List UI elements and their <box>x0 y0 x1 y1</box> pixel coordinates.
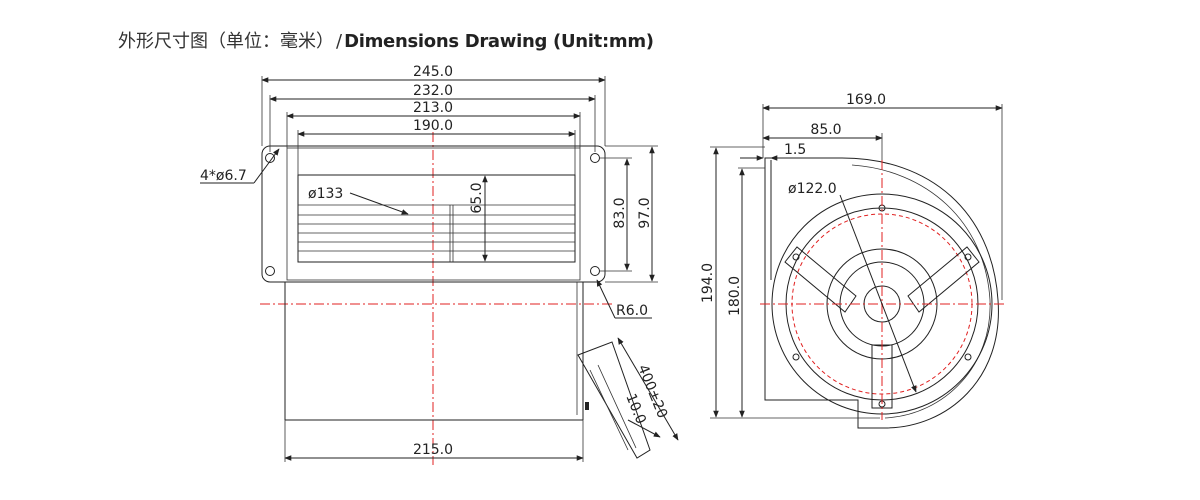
dim-inlet-height: 65.0 <box>469 182 485 213</box>
housing-body <box>284 282 584 421</box>
dim-mount-holes: 4*ø6.7 <box>200 168 247 184</box>
mount-hole-top-left <box>265 153 275 163</box>
dim-width-holes: 232.0 <box>413 83 453 99</box>
side-view: 169.0 85.0 1.5 ø122.0 194.0 180.0 <box>700 92 1005 429</box>
dim-width-housing: 215.0 <box>413 442 453 458</box>
front-view: 245.0 232.0 213.0 190.0 4*ø6.7 ø133 65.0… <box>200 64 679 465</box>
dim-impeller-diameter: ø133 <box>308 186 343 202</box>
flange-inner-edge <box>286 147 581 281</box>
dim-side-height-flange: 180.0 <box>727 276 743 316</box>
top-dimensions <box>261 76 606 175</box>
scroll-housing-outline <box>764 157 999 429</box>
dim-height-flange: 97.0 <box>637 197 653 228</box>
mount-hole-bottom-left <box>265 266 275 276</box>
mount-hole-bottom-right <box>590 266 600 276</box>
drawing-title: 外形尺寸图（单位：毫米）/Dimensions Drawing (Unit:mm… <box>118 27 654 53</box>
dim-motor-diameter: ø122.0 <box>788 181 837 197</box>
mount-hole-top-right <box>590 153 600 163</box>
dim-width-flange: 213.0 <box>413 100 453 116</box>
dim-corner-radius: R6.0 <box>616 303 648 319</box>
dim-width-overall: 245.0 <box>413 64 453 80</box>
impeller-blades <box>297 174 576 263</box>
dim-side-height-total: 194.0 <box>700 263 716 303</box>
title-chinese: 外形尺寸图（单位：毫米） <box>118 31 334 52</box>
mounting-flange <box>261 145 606 283</box>
dim-side-width-total: 169.0 <box>846 92 886 108</box>
scroll-housing-inner <box>851 164 991 419</box>
title-english: Dimensions Drawing (Unit:mm) <box>344 31 654 52</box>
title-separator: / <box>336 31 343 52</box>
dim-side-width-center: 85.0 <box>810 122 841 138</box>
dim-flange-thickness: 1.5 <box>784 142 806 158</box>
dim-height-holes: 83.0 <box>612 197 628 228</box>
dim-cable-strip: 10.0 <box>622 392 649 427</box>
dim-width-inlet: 190.0 <box>413 118 453 134</box>
mounting-holes <box>265 153 600 276</box>
